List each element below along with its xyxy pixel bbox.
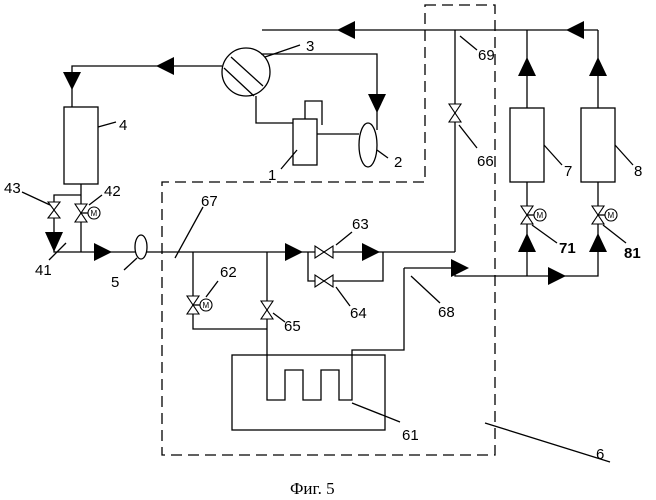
leader-66 <box>459 125 477 148</box>
label-3: 3 <box>306 38 314 55</box>
bypass-64 <box>308 252 383 281</box>
valve-42-lower <box>75 213 87 222</box>
indoor-unit-8 <box>581 108 615 182</box>
separator-2 <box>359 123 377 167</box>
leader-43 <box>22 192 50 205</box>
label-81: 81 <box>624 245 641 262</box>
pipe-3-to-4 <box>72 66 222 107</box>
valve-43-lower <box>48 210 60 218</box>
leader-7 <box>544 145 562 165</box>
label-62: 62 <box>220 264 237 281</box>
leader-3 <box>265 45 300 57</box>
label-8: 8 <box>634 163 642 180</box>
label-5: 5 <box>111 274 119 291</box>
arrow-to-2 <box>368 94 386 113</box>
outdoor-hx-4 <box>64 107 98 184</box>
label-63: 63 <box>352 216 369 233</box>
leader-64 <box>336 287 350 306</box>
leader-81 <box>603 225 626 243</box>
arrow-top-header-2 <box>337 21 355 39</box>
leader-68 <box>411 276 440 303</box>
label-43: 43 <box>4 180 21 197</box>
motor-71-label: M <box>537 211 544 220</box>
leader-8 <box>615 145 633 165</box>
valve-62 <box>187 296 199 305</box>
label-69: 69 <box>478 47 495 64</box>
valve-63-right <box>324 246 333 258</box>
valve-66-lower <box>449 113 461 122</box>
arrow-main-2 <box>285 243 303 261</box>
label-42: 42 <box>104 183 121 200</box>
label-68: 68 <box>438 304 455 321</box>
label-71: 71 <box>559 240 576 257</box>
leader-63 <box>336 232 352 245</box>
leader-2 <box>377 150 388 158</box>
leader-42 <box>89 195 102 205</box>
label-66: 66 <box>477 153 494 170</box>
arrow-main-1 <box>94 243 112 261</box>
label-41: 41 <box>35 262 52 279</box>
arrow-3-left <box>156 57 174 75</box>
leader-62 <box>206 281 218 297</box>
valve-64 <box>315 275 324 287</box>
arrow-68-2 <box>548 267 566 285</box>
arrow-to-4 <box>63 72 81 90</box>
leader-69 <box>460 36 477 50</box>
label-6: 6 <box>596 446 604 463</box>
label-65: 65 <box>284 318 301 335</box>
pipe-3-to-1 <box>256 96 296 123</box>
arrow-up-71 <box>518 233 536 252</box>
label-64: 64 <box>350 305 367 322</box>
valve-66 <box>449 104 461 113</box>
leader-4 <box>98 122 116 127</box>
compressor-1 <box>293 119 317 165</box>
arrow-up-81 <box>589 233 607 252</box>
label-67: 67 <box>201 193 218 210</box>
motor-81-label: M <box>608 211 615 220</box>
label-2: 2 <box>394 154 402 171</box>
arrow-top-header-1 <box>566 21 584 39</box>
valve-63 <box>315 246 324 258</box>
valve-71 <box>521 206 533 215</box>
motor-42-label: M <box>91 209 98 218</box>
valve-62-lower <box>187 305 199 314</box>
valve-65 <box>261 301 273 310</box>
label-61: 61 <box>402 427 419 444</box>
valve-64-right <box>324 275 333 287</box>
arrow-branch-8-up <box>589 57 607 76</box>
label-1: 1 <box>268 167 276 184</box>
arrow-68-1 <box>451 259 469 277</box>
valve-71-lower <box>521 215 533 224</box>
arrow-main-3 <box>362 243 380 261</box>
pipe-5 <box>135 235 147 259</box>
valve-65-lower <box>261 310 273 319</box>
valve-43 <box>48 202 60 210</box>
tank-61 <box>232 355 385 430</box>
indoor-unit-7 <box>510 108 544 182</box>
motor-62-label: M <box>203 301 210 310</box>
line-68 <box>404 182 598 276</box>
arrow-branch-7-up <box>518 57 536 76</box>
figure-caption: Фиг. 5 <box>290 479 335 498</box>
valve-81 <box>592 206 604 215</box>
leader-5 <box>124 258 137 270</box>
module-leader-line <box>485 423 610 462</box>
leader-67 <box>175 207 203 258</box>
valve-42 <box>75 204 87 213</box>
valve-81-lower <box>592 215 604 224</box>
leader-71 <box>532 225 557 243</box>
pipe-3-to-2 <box>261 54 377 130</box>
label-4: 4 <box>119 117 127 134</box>
label-7: 7 <box>564 163 572 180</box>
